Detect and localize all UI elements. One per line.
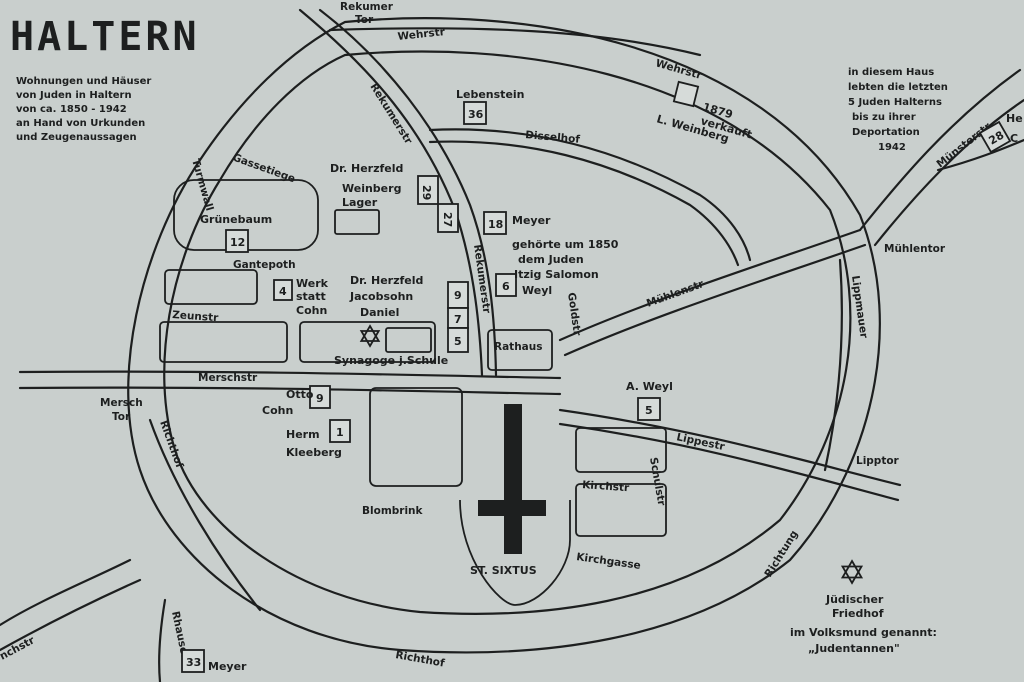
svg-text:im Volksmund genannt:: im Volksmund genannt: (790, 626, 937, 639)
svg-text:Cohn: Cohn (262, 404, 293, 417)
svg-text:„Judentannen": „Judentannen" (808, 642, 900, 655)
street-label: Disselhof (525, 129, 581, 146)
svg-text:A. Weyl: A. Weyl (626, 380, 673, 393)
house-number-36: 36 (463, 101, 487, 125)
house-number-29: 29 (417, 175, 439, 205)
svg-text:Deportation: Deportation (852, 127, 920, 138)
svg-text:9: 9 (316, 392, 324, 405)
street-label: Blombrink (362, 505, 424, 517)
house-number-9b: 9 (309, 385, 331, 409)
svg-text:von ca. 1850 - 1942: von ca. 1850 - 1942 (16, 104, 127, 115)
house-number-28: 28 (978, 120, 1012, 154)
cemetery-star-icon (840, 559, 864, 585)
street-label: Lipptor (856, 455, 900, 467)
house-number-1: 1 (329, 419, 351, 443)
svg-text:6: 6 (502, 280, 510, 293)
svg-text:Weinberg: Weinberg (342, 182, 401, 195)
house-number-7: 7 (447, 307, 469, 329)
church-cross-icon (478, 404, 546, 554)
svg-text:statt: statt (296, 290, 326, 303)
street-label: Rekumer (340, 1, 394, 13)
map-subtitle: Wohnungen und Häuser von Juden in Halter… (16, 76, 151, 143)
svg-text:1942: 1942 (878, 142, 906, 153)
svg-text:Lager: Lager (342, 196, 378, 209)
svg-text:1: 1 (336, 426, 344, 439)
house-markers: 36 29 27 18 12 4 6 9 7 5 9 1 5 28 33 (181, 80, 1012, 673)
svg-text:27: 27 (441, 212, 454, 227)
svg-text:und Zeugenaussagen: und Zeugenaussagen (16, 132, 137, 143)
svg-text:dem Juden: dem Juden (518, 253, 584, 266)
svg-text:33: 33 (186, 656, 201, 669)
svg-text:Cohn: Cohn (296, 304, 327, 317)
map-title: HALTERN (10, 14, 200, 60)
svg-text:29: 29 (420, 185, 433, 200)
street-label: Wehrstr (397, 26, 446, 43)
svg-text:lebten die letzten: lebten die letzten (848, 82, 948, 93)
svg-text:5: 5 (454, 335, 462, 348)
svg-text:Jüdischer: Jüdischer (825, 593, 884, 606)
svg-text:Friedhof: Friedhof (832, 607, 884, 620)
svg-text:von Juden in Haltern: von Juden in Haltern (16, 90, 132, 101)
svg-text:Meyer: Meyer (208, 660, 247, 673)
street-label: Mühlentor (884, 243, 946, 255)
street-label: Tor (112, 411, 131, 423)
street-label: Merschstr (198, 372, 258, 384)
road-network (0, 8, 1024, 682)
svg-text:18: 18 (488, 218, 503, 231)
svg-text:Daniel: Daniel (360, 306, 399, 319)
deportation-note: in diesem Haus lebten die letzten 5 Jude… (848, 67, 948, 153)
house-number-9: 9 (447, 281, 469, 309)
svg-text:He: He (1006, 112, 1023, 125)
street-label: Mersch (100, 397, 143, 409)
svg-text:Meyer: Meyer (512, 214, 551, 227)
house-weinberg-1879 (672, 80, 700, 108)
svg-text:5: 5 (645, 404, 653, 417)
house-number-5b: 5 (637, 397, 661, 421)
svg-text:Herm: Herm (286, 428, 320, 441)
svg-text:C: C (1010, 132, 1018, 145)
house-number-4: 4 (273, 279, 293, 301)
street-label: Tor (355, 14, 374, 26)
street-label: Rathaus (494, 341, 542, 353)
house-number-18: 18 (483, 211, 507, 235)
resident-labels: Lebenstein 1879 verkauft L. Weinberg Dr.… (200, 88, 1023, 673)
svg-text:7: 7 (454, 313, 462, 326)
svg-text:Lebenstein: Lebenstein (456, 88, 525, 101)
svg-text:Dr. Herzfeld: Dr. Herzfeld (350, 274, 423, 287)
svg-text:Kleeberg: Kleeberg (286, 446, 342, 459)
svg-text:12: 12 (230, 236, 245, 249)
svg-text:Weyl: Weyl (522, 284, 552, 297)
house-number-6: 6 (495, 273, 517, 297)
svg-text:Itzig Salomon: Itzig Salomon (514, 268, 599, 281)
svg-text:9: 9 (454, 289, 462, 302)
svg-text:36: 36 (468, 108, 484, 121)
svg-text:bis zu ihrer: bis zu ihrer (852, 112, 916, 123)
street-label: Kirchstr (582, 479, 631, 494)
house-number-5: 5 (447, 327, 469, 353)
svg-text:Wohnungen und Häuser: Wohnungen und Häuser (16, 76, 151, 87)
house-number-12: 12 (225, 229, 249, 253)
svg-text:gehörte um 1850: gehörte um 1850 (512, 238, 619, 251)
house-number-33: 33 (181, 649, 205, 673)
synagogue-star-icon (359, 324, 381, 348)
svg-text:4: 4 (279, 285, 287, 298)
svg-text:Werk: Werk (296, 277, 329, 290)
city-blocks (159, 179, 667, 606)
svg-text:Grünebaum: Grünebaum (200, 213, 272, 226)
street-label: Gantepoth (233, 259, 296, 271)
svg-text:ST. SIXTUS: ST. SIXTUS (470, 564, 537, 577)
house-number-27: 27 (437, 203, 459, 233)
svg-text:Otto: Otto (286, 388, 314, 401)
svg-text:Synagoge j.Schule: Synagoge j.Schule (334, 354, 448, 367)
street-label: Zeunstr (172, 309, 220, 324)
svg-text:an Hand von Urkunden: an Hand von Urkunden (16, 118, 145, 129)
svg-text:Jacobsohn: Jacobsohn (349, 290, 413, 303)
svg-text:Dr. Herzfeld: Dr. Herzfeld (330, 162, 403, 175)
svg-text:5 Juden Halterns: 5 Juden Halterns (848, 97, 942, 108)
svg-text:in diesem Haus: in diesem Haus (848, 67, 934, 78)
